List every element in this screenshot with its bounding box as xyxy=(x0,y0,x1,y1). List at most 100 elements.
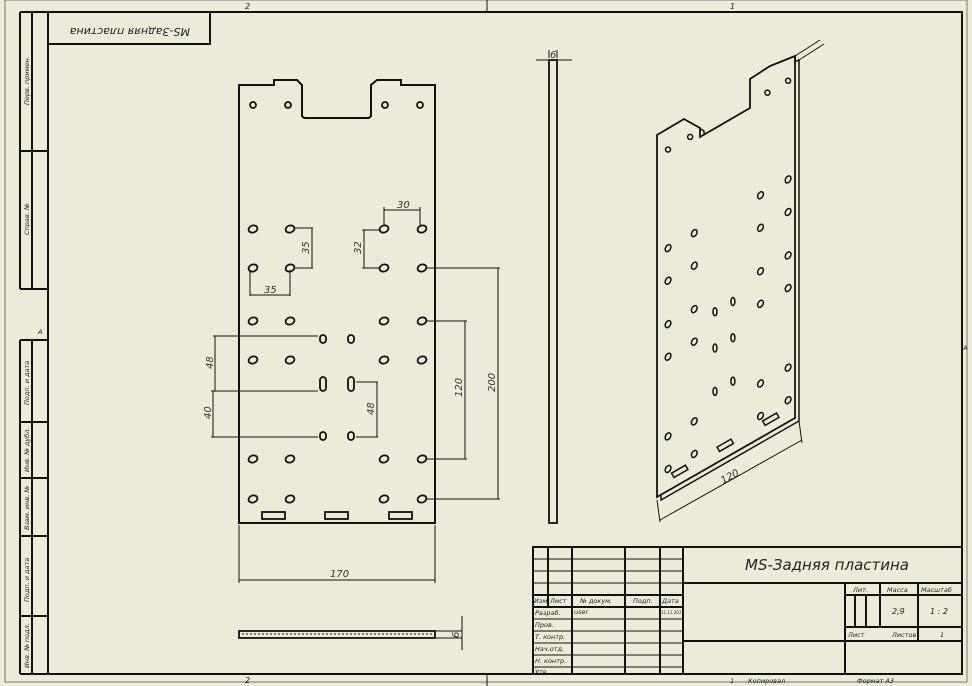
iso-oval-hole xyxy=(664,243,672,253)
iso-oval-hole xyxy=(664,352,672,362)
iso-oval-hole xyxy=(784,251,792,260)
tb-row-label: Разраб. xyxy=(535,609,561,617)
bottom-view xyxy=(238,630,436,639)
mirrored-title-box xyxy=(47,11,211,45)
oval-hole xyxy=(284,263,296,273)
sheets-label: Листов xyxy=(891,631,916,639)
iso-rect-cutout xyxy=(716,438,735,453)
dim-32: 32 xyxy=(353,241,364,254)
iso-oval-hole xyxy=(756,223,765,233)
iso-oval-hole xyxy=(756,379,765,388)
oval-hole xyxy=(416,316,428,326)
iso-oval-hole xyxy=(664,319,672,329)
tb-header: Изм. xyxy=(534,597,549,605)
side-view-thickness-dim xyxy=(536,50,572,61)
bottom-view-thickness-dim xyxy=(436,616,463,650)
dim-40: 40 xyxy=(203,406,214,419)
dim-thickness-bottom: 6 xyxy=(451,632,462,638)
rect-cutout xyxy=(388,511,413,520)
oval-hole xyxy=(284,494,296,504)
iso-oval-hole xyxy=(690,417,698,426)
copied-number: 1 xyxy=(730,677,734,685)
iso-hole xyxy=(764,89,771,96)
stamp-label: Инв. № подл. xyxy=(23,623,31,668)
oval-hole xyxy=(247,454,259,464)
stamp-label: Взам. инв. № xyxy=(23,486,31,530)
dim-35-vertical: 35 xyxy=(301,241,312,254)
oval-hole xyxy=(247,224,259,234)
iso-oval-hole xyxy=(756,299,765,309)
stamp-label: Инв. № дубл. xyxy=(23,428,31,472)
iso-oval-hole xyxy=(784,207,792,217)
dim-120: 120 xyxy=(454,378,465,397)
developer-date: 11.11.2011 xyxy=(661,610,684,615)
iso-slot xyxy=(712,307,718,317)
iso-oval-hole xyxy=(690,449,698,459)
tb-row-label: Н. контр. xyxy=(535,657,566,665)
oval-hole xyxy=(284,224,296,234)
oval-hole xyxy=(247,494,259,504)
mass-value: 2,9 xyxy=(892,607,905,616)
oval-hole xyxy=(416,494,428,504)
oval-hole xyxy=(284,355,296,365)
rect-cutout xyxy=(324,511,349,520)
zone-number: 2 xyxy=(245,676,250,685)
front-view-holes xyxy=(247,101,428,520)
iso-oval-hole xyxy=(784,395,792,405)
oval-hole xyxy=(416,355,428,365)
isometric-holes xyxy=(664,77,792,479)
tb-row-label: Утв. xyxy=(535,668,549,676)
sheet-edge xyxy=(4,0,968,683)
oval-hole xyxy=(378,316,390,326)
iso-oval-hole xyxy=(664,276,672,285)
side-view xyxy=(548,59,558,524)
oval-hole xyxy=(247,355,259,365)
oval-hole xyxy=(247,263,259,273)
dim-48-right: 48 xyxy=(366,402,377,415)
slot-hole xyxy=(319,431,327,441)
iso-hole xyxy=(784,77,792,85)
stamp-label: Справ. № xyxy=(23,203,31,235)
stamp-label: Перв. примен. xyxy=(23,56,31,105)
iso-slot xyxy=(712,386,718,397)
iso-hole xyxy=(686,133,694,141)
oval-hole xyxy=(284,454,296,464)
slot-hole xyxy=(347,376,355,392)
stamp-label: Подп. и дата xyxy=(23,558,31,602)
iso-rect-cutout xyxy=(670,464,689,479)
tb-header: Дата xyxy=(661,597,679,605)
oval-hole xyxy=(378,355,390,365)
title-block-thin-lines xyxy=(533,558,683,668)
slot-hole xyxy=(347,334,355,344)
tb-row-label: Т. контр. xyxy=(535,633,565,641)
iso-oval-hole xyxy=(690,304,698,314)
oval-hole xyxy=(378,263,390,273)
slot-hole xyxy=(319,376,327,392)
slot-hole xyxy=(347,431,355,441)
oval-hole xyxy=(416,224,428,234)
tb-header: Подп. xyxy=(633,597,653,605)
tb-row-label: Нач.отд. xyxy=(535,645,564,653)
iso-slot xyxy=(730,332,736,343)
iso-oval-hole xyxy=(756,190,765,200)
drawing-title: MS-Задняя пластина xyxy=(745,556,909,574)
scale-value: 1 : 2 xyxy=(930,607,948,616)
iso-oval-hole xyxy=(784,363,792,372)
drawing-frame xyxy=(47,11,963,675)
oval-hole xyxy=(416,454,428,464)
oval-hole xyxy=(378,454,390,464)
oval-hole xyxy=(284,316,296,326)
oval-hole xyxy=(247,316,259,326)
iso-oval-hole xyxy=(664,432,672,441)
dim-iso-120: 120 xyxy=(719,468,741,487)
iso-oval-hole xyxy=(784,175,792,184)
iso-oval-hole xyxy=(784,283,792,293)
dimension-lines xyxy=(211,207,500,583)
title-block-grid xyxy=(532,546,963,675)
dim-width: 170 xyxy=(330,569,349,580)
iso-oval-hole xyxy=(756,266,765,276)
scale-label: Масштаб xyxy=(921,586,952,594)
mounting-hole xyxy=(381,101,389,109)
iso-hole xyxy=(664,146,672,153)
